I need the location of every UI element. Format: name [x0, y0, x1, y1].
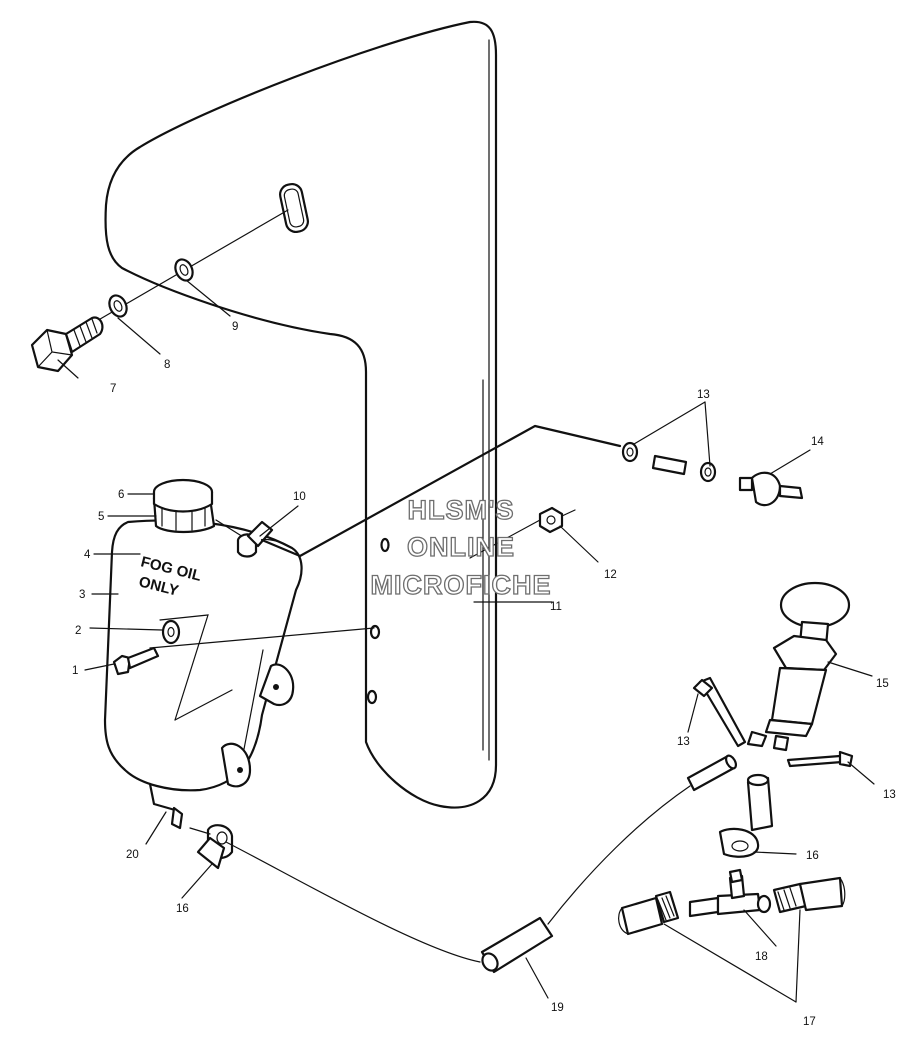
fuel-lines [189, 754, 774, 974]
callout-15: 15 [876, 678, 889, 690]
check-valve-parts [621, 441, 804, 507]
callout-18: 18 [755, 951, 768, 963]
bracket-plate [104, 20, 498, 809]
callout-3: 3 [79, 589, 85, 601]
leader-lines [57, 279, 875, 1003]
callout-13-left: 13 [677, 736, 690, 748]
callout-19: 19 [551, 1002, 564, 1014]
callout-6: 6 [118, 489, 124, 501]
callout-5: 5 [98, 511, 104, 523]
tee-fitting-assembly [618, 868, 846, 936]
fitting-and-line [236, 424, 622, 558]
callout-10: 10 [293, 491, 306, 503]
callout-17: 17 [803, 1016, 816, 1028]
callout-16-right: 16 [806, 850, 819, 862]
callout-4: 4 [84, 549, 91, 561]
callout-1: 1 [72, 665, 78, 677]
watermark: HLSM'S ONLINE MICROFICHE [370, 494, 552, 600]
nut [469, 506, 576, 559]
screw-washer [112, 619, 375, 676]
callout-9: 9 [232, 321, 238, 333]
callout-20: 20 [126, 849, 139, 861]
callout-13-top: 13 [697, 389, 710, 401]
oil-tank [103, 478, 303, 830]
callout-2: 2 [75, 625, 81, 637]
watermark-line-2: ONLINE [407, 532, 515, 562]
watermark-line-1: HLSM'S [408, 495, 515, 525]
callout-labels: 1 2 3 4 5 6 7 8 9 10 11 12 13 13 13 14 1… [72, 321, 896, 1028]
callout-13-right: 13 [883, 789, 896, 801]
callout-7: 7 [110, 383, 116, 395]
bolt-assembly [30, 209, 289, 373]
callout-11: 11 [550, 601, 562, 613]
watermark-line-3: MICROFICHE [371, 570, 552, 600]
callout-12: 12 [604, 569, 617, 581]
callout-8: 8 [164, 359, 170, 371]
primer-pump [746, 581, 851, 752]
small-hoses [692, 676, 854, 768]
callout-14: 14 [811, 436, 824, 448]
callout-16-left: 16 [176, 903, 189, 915]
